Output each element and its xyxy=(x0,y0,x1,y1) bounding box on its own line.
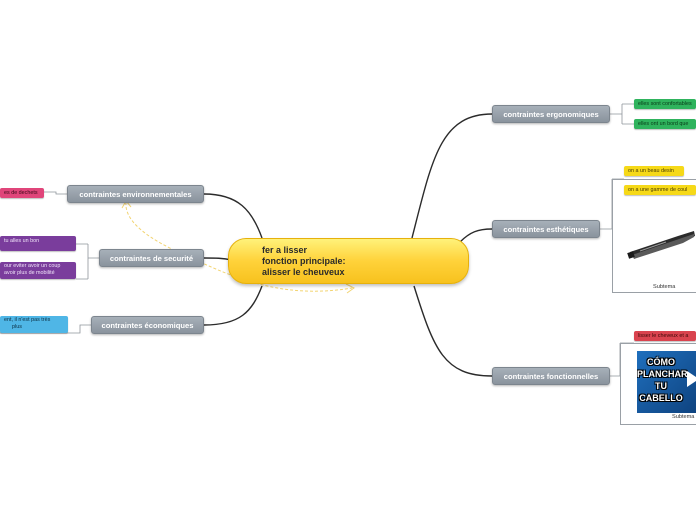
subtopic-bord[interactable]: elles ont un bord que xyxy=(634,119,696,129)
topic-contraintes-environnementales[interactable]: contraintes environnementales xyxy=(67,185,204,203)
central-line-3: alisser le cheuveux xyxy=(262,267,345,277)
branch-environnementales xyxy=(44,191,67,195)
subtema-caption-fonctionnelles: Subtema xyxy=(672,414,695,420)
connector-environnementales xyxy=(203,193,263,239)
central-line-1: fer a lisser xyxy=(262,245,308,255)
topic-contraintes-esthetiques[interactable]: contraintes esthétiques xyxy=(492,220,600,238)
branch-securite xyxy=(76,243,99,280)
subtopic-pas-tres-line-1: ent, il n'est pas très xyxy=(4,317,51,323)
central-line-2: fonction principale: xyxy=(262,256,346,266)
topic-contraintes-securite[interactable]: contraintes de securité xyxy=(99,249,204,267)
subtopic-bon-line-1: tu alles un bon xyxy=(4,238,40,244)
connector-fonctionnelles xyxy=(413,285,493,377)
subtopic-lisser-cheveux[interactable]: lisser le cheveux et a xyxy=(634,331,696,341)
topic-contraintes-fonctionnelles[interactable]: contraintes fonctionnelles xyxy=(492,367,610,385)
thumb-text-1: CÓMO xyxy=(647,357,675,367)
branch-ergonomiques xyxy=(610,103,634,125)
play-icon xyxy=(687,371,696,387)
thumb-text-4: CABELLO xyxy=(639,393,683,403)
subtopic-eviter-coup[interactable]: our eviter avoir un coup avoir plus de m… xyxy=(0,262,76,279)
central-topic[interactable]: fer a lisser fonction principale: alisse… xyxy=(228,238,469,284)
subtopic-dechets[interactable]: es de dechets xyxy=(0,188,44,198)
subtopic-beau-desin[interactable]: on a un beau desin xyxy=(624,166,684,176)
subtopic-bon[interactable]: tu alles un bon xyxy=(0,236,76,251)
relation-arrowhead xyxy=(345,283,355,294)
topic-contraintes-economiques[interactable]: contraintes économiques xyxy=(91,316,204,334)
thumb-text-2: PLANCHAR xyxy=(637,369,688,379)
connector-ergonomiques xyxy=(411,113,493,239)
subtopic-eviter-coup-line-1: our eviter avoir un coup xyxy=(4,263,61,269)
subtopic-pas-tres-line-2: plus xyxy=(12,324,22,330)
subtopic-gamme-couleurs[interactable]: on a une gamme de coul xyxy=(624,185,696,195)
subtopic-eviter-coup-line-2: avoir plus de mobilité xyxy=(4,270,55,276)
branch-economiques xyxy=(0,324,91,334)
subtopic-confortables[interactable]: elles sont confortables xyxy=(634,99,696,109)
topic-contraintes-ergonomiques[interactable]: contraintes ergonomiques xyxy=(492,105,610,123)
subtopic-pas-tres[interactable]: ent, il n'est pas très plus xyxy=(0,316,68,333)
connector-economiques xyxy=(203,285,263,326)
subtema-caption-esthetiques: Subtema xyxy=(653,284,676,290)
hair-straightener-image xyxy=(627,231,695,259)
connector-esthetiques xyxy=(459,228,493,243)
video-thumbnail[interactable]: CÓMO PLANCHAR TU CABELLO xyxy=(637,351,696,413)
thumb-text-3: TU xyxy=(655,381,667,391)
